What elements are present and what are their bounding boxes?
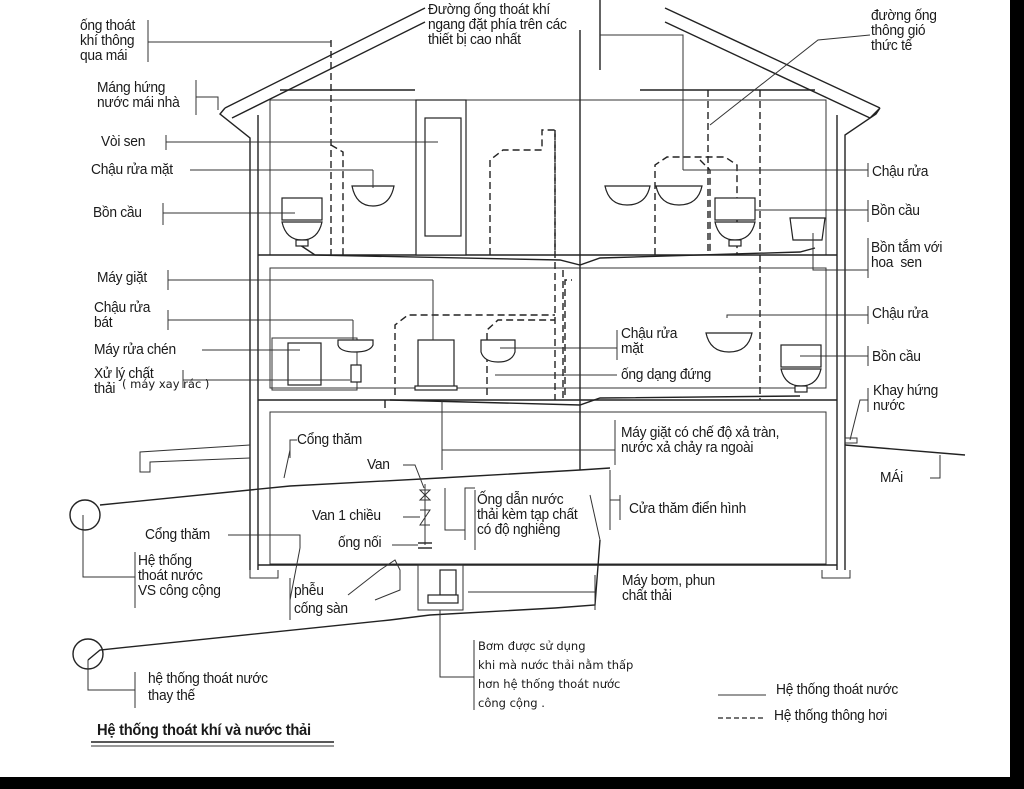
sink-mid-right-icon: [705, 332, 753, 353]
washbasin-mid-icon: [480, 339, 516, 363]
label-alt-sewer: hệ thống thoát nước thay thế: [148, 670, 268, 704]
label-stack: ống dạng đứng: [621, 366, 712, 383]
label-roof-vent: ống thoát khí thông qua mái: [80, 17, 136, 64]
bathtub-icon: [789, 217, 826, 241]
diagram-title: Hệ thống thoát khí và nước thải: [97, 722, 311, 739]
legend-label-vent: Hệ thống thông hơi: [774, 707, 888, 724]
roof: [219, 7, 881, 570]
label-toilet-top-right: Bồn cầu: [871, 202, 920, 219]
label-washbasin-left: Chậu rửa mặt: [91, 161, 173, 178]
washbasin-right-2-icon: [655, 185, 703, 206]
label-sink-mid-right: Chậu rửa: [872, 305, 929, 322]
vent-system: [330, 40, 761, 400]
kitchen-sink-icon: [337, 339, 374, 353]
label-pump-note: Bơm được sử dụng khi mà nước thải nằm th…: [478, 639, 634, 710]
toilet-left-icon: [281, 197, 323, 221]
washbasin-right-1-icon: [604, 185, 651, 206]
label-actual-vent: đường ống thông gió thức tế: [871, 7, 937, 54]
fixtures-middle-floor: [271, 332, 822, 393]
label-shower: Vòi sen: [101, 133, 146, 150]
valve-icon: [418, 489, 432, 501]
leader-lines: [147, 22, 941, 678]
disposal-icon: [350, 364, 362, 383]
label-overflow-washer: Máy giặt có chế độ xả tràn, nước xả chảy…: [621, 424, 780, 456]
label-public-sewer: Hệ thống thoát nước VS công cộng: [138, 552, 221, 599]
label-washbasin-mid: Chậu rửa mặt: [621, 325, 678, 357]
label-floor-drain: phễu cống sàn: [294, 582, 348, 617]
label-coupling: ống nối: [338, 534, 382, 551]
washbasin-left-icon: [351, 185, 395, 207]
label-disposal-note: ( máy xay rác ): [122, 377, 210, 391]
label-check-valve: Van 1 chiều: [312, 507, 381, 524]
label-typical-cleanout: Cửa thăm điển hình: [629, 500, 747, 517]
label-sink-top-right: Chậu rửa: [872, 163, 929, 180]
label-bathtub: Bồn tắm với hoa sen: [871, 239, 943, 271]
toilet-right-icon: [714, 197, 756, 221]
legend: [718, 694, 766, 719]
label-cleanout-bottom: Cổng thăm: [145, 526, 211, 543]
legend-label-drain: Hệ thống thoát nước: [776, 681, 899, 698]
label-disposal: Xử lý chất thải: [94, 365, 154, 397]
ejector-pump-icon: [439, 569, 457, 596]
label-toilet-left: Bồn cầu: [93, 204, 142, 221]
label-washing-machine: Máy giặt: [97, 269, 147, 286]
label-cleanout-top: Cổng thăm: [297, 431, 363, 448]
label-dishwasher: Máy rửa chén: [94, 341, 176, 358]
fixtures-top-floor: [281, 99, 826, 256]
label-valve: Van: [367, 456, 390, 473]
label-sloped-drain: Ống dẫn nước thải kèm tạp chất có độ ngh…: [477, 491, 578, 538]
label-ejector-pump: Máy bơm, phun chất thải: [622, 572, 715, 604]
basement-equipment: [69, 449, 601, 691]
label-brackets: [134, 20, 869, 710]
public-sewer-manhole-icon: [69, 499, 101, 531]
bottom-border: [0, 777, 1024, 789]
label-gutter: Máng hứng nước mái nhà: [97, 79, 180, 111]
label-horizontal-vent: Đường ống thoát khí ngang đặt phía trên …: [428, 1, 567, 48]
check-valve-icon: [419, 509, 431, 526]
label-drip-tray: Khay hứng nước: [873, 382, 939, 414]
label-toilet-mid-right: Bồn cầu: [872, 348, 921, 365]
label-kitchen-sink: Chậu rửa bát: [94, 299, 151, 331]
washing-machine-icon: [417, 339, 455, 389]
label-roof: MÁi: [880, 469, 903, 486]
dishwasher-icon: [287, 342, 322, 386]
right-border: [1010, 0, 1024, 789]
